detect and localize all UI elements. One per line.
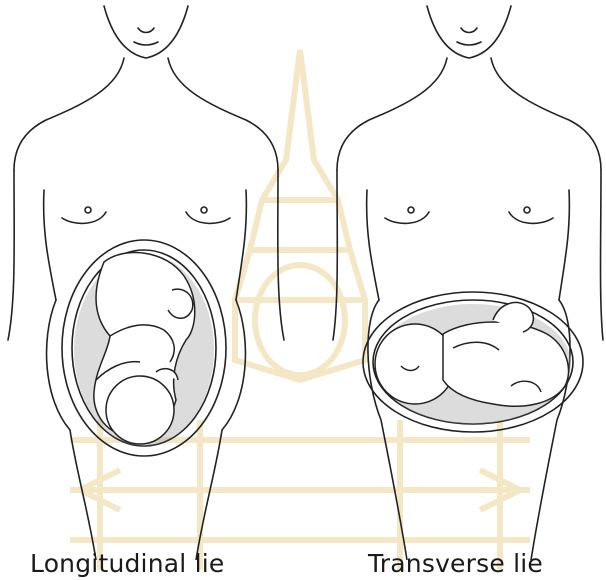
longitudinal-lie-panel (0, 0, 303, 580)
transverse-lie-illustration (303, 0, 606, 560)
caption-longitudinal-lie: Longitudinal lie (30, 549, 224, 578)
caption-transverse-lie: Transverse lie (368, 549, 543, 578)
transverse-lie-panel (303, 0, 606, 580)
longitudinal-lie-illustration (0, 0, 303, 560)
